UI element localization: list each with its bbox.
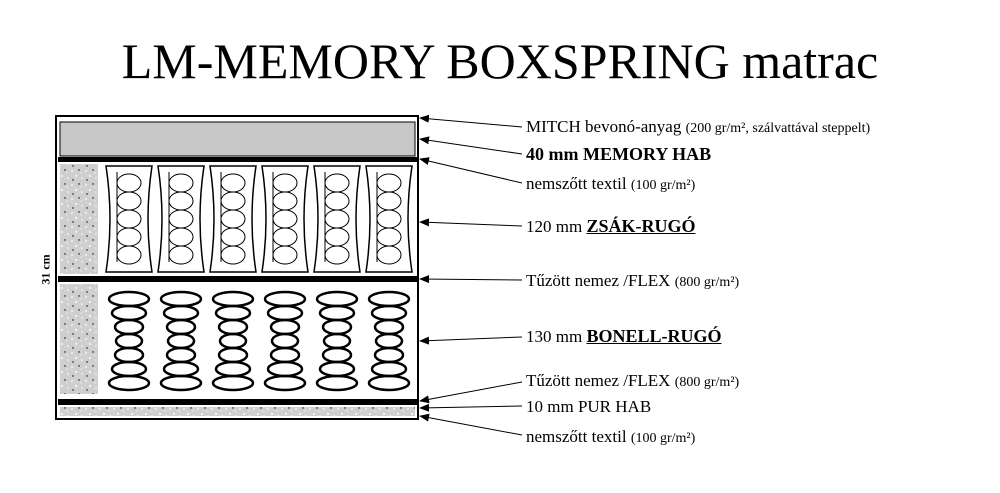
pocket-side-fill [60, 164, 98, 274]
label-pocket-emph: ZSÁK-RUGÓ [586, 216, 696, 236]
label-flex-2-note: (800 gr/m²) [674, 375, 740, 390]
bonell-coil-loop [269, 318, 301, 336]
bonell-coil-loop [270, 332, 300, 350]
bonell-coil-loop [321, 346, 353, 364]
arrow-pur [419, 403, 523, 412]
bonell-coil-loop [322, 332, 352, 350]
pocket-spring-bag [157, 165, 205, 273]
bonell-side-fill [60, 284, 98, 394]
label-nonwoven-bottom-note: (100 gr/m²) [630, 431, 696, 446]
bonell-coil-loop [321, 318, 353, 336]
label-flex-1-note: (800 gr/m²) [674, 275, 740, 290]
label-memory-foam-main: 40 mm MEMORY HAB [526, 144, 712, 164]
label-bonell: 130 mm BONELL-RUGÓ [526, 325, 721, 348]
layer-flex-felt-1 [58, 276, 417, 282]
bonell-coil-loop [370, 304, 408, 322]
label-nonwoven-bottom: nemszőtt textil (100 gr/m²) [526, 426, 695, 450]
bonell-coil-loop [367, 290, 411, 308]
bonell-coil-loop [165, 346, 197, 364]
bonell-coil-loop [214, 304, 252, 322]
arrow-flex-2 [419, 381, 523, 404]
label-flex-2: Tűzött nemez /FLEX (800 gr/m²) [526, 370, 739, 394]
bonell-coil-loop [159, 290, 203, 308]
bonell-coil-loop [318, 304, 356, 322]
label-nonwoven-bottom-main: nemszőtt textil [526, 427, 627, 446]
layer-memory-foam [58, 157, 417, 162]
pocket-spring-bag [313, 165, 361, 273]
bonell-coil-loop [315, 374, 359, 392]
bonell-coil-loop [211, 290, 255, 308]
label-pocket: 120 mm ZSÁK-RUGÓ [526, 215, 695, 238]
arrow-bonell [419, 336, 523, 345]
bonell-coil-loop [269, 346, 301, 364]
bonell-coil-loop [113, 346, 145, 364]
label-cover-note: (200 gr/m², szálvattával steppelt) [685, 121, 871, 136]
page-title: LM-MEMORY BOXSPRING matrac [121, 33, 879, 89]
bonell-coil-loop [110, 360, 148, 378]
layer-pur-foam [60, 407, 415, 416]
mattress-outline [55, 115, 419, 420]
pocket-springs [105, 165, 413, 273]
bonell-coil-loop [211, 374, 255, 392]
bonell-coil-loop [315, 290, 359, 308]
arrow-flex-1 [419, 275, 523, 284]
bonell-coil-loop [166, 332, 196, 350]
bonell-coil-loop [217, 318, 249, 336]
label-pur: 10 mm PUR HAB [526, 396, 651, 418]
bonell-coil-loop [373, 346, 405, 364]
bonell-coil-loop [263, 290, 307, 308]
label-cover-main: MITCH bevonó-anyag [526, 117, 682, 136]
bonell-coil-loop [266, 304, 304, 322]
bonell-coil-loop [266, 360, 304, 378]
layer-cover [59, 121, 416, 157]
leader-arrows [419, 114, 523, 436]
pocket-spring-bag [209, 165, 257, 273]
arrow-nonwoven-bottom [419, 413, 523, 436]
label-nonwoven-top: nemszőtt textil (100 gr/m²) [526, 173, 695, 197]
bonell-coil-loop [165, 318, 197, 336]
bonell-coil-loop [162, 304, 200, 322]
label-bonell-emph: BONELL-RUGÓ [586, 326, 722, 346]
pocket-spring-bag [105, 165, 153, 273]
bonell-coil-loop [263, 374, 307, 392]
bonell-coil-loop [107, 374, 151, 392]
pocket-spring-bag [261, 165, 309, 273]
bonell-coil-loop [107, 290, 151, 308]
bonell-coil-loop [374, 332, 404, 350]
bonell-coil-loop [110, 304, 148, 322]
bonell-coil-loop [373, 318, 405, 336]
arrow-nonwoven-top [419, 157, 523, 184]
label-flex-2-main: Tűzött nemez /FLEX [526, 371, 671, 390]
bonell-coil-loop [370, 360, 408, 378]
bonell-coil-loop [367, 374, 411, 392]
label-flex-1-main: Tűzött nemez /FLEX [526, 271, 671, 290]
bonell-coil-loop [113, 318, 145, 336]
arrow-memory-foam [419, 136, 523, 155]
label-cover: MITCH bevonó-anyag (200 gr/m², szálvattá… [526, 116, 870, 140]
bonell-coil-loop [218, 332, 248, 350]
label-memory-foam: 40 mm MEMORY HAB [526, 143, 711, 166]
arrow-cover [419, 114, 523, 128]
bonell-coil-loop [162, 360, 200, 378]
label-pocket-main: 120 mm [526, 217, 583, 236]
label-flex-1: Tűzött nemez /FLEX (800 gr/m²) [526, 270, 739, 294]
height-label: 31 cm [38, 254, 53, 285]
bonell-coil-loop [217, 346, 249, 364]
label-nonwoven-top-note: (100 gr/m²) [630, 178, 696, 193]
label-pur-main: 10 mm PUR HAB [526, 397, 652, 416]
arrow-pocket [419, 218, 523, 227]
bonell-coil-loop [114, 332, 144, 350]
pocket-spring-bag [365, 165, 413, 273]
bonell-springs [107, 290, 411, 392]
label-nonwoven-top-main: nemszőtt textil [526, 174, 627, 193]
bonell-coil-loop [318, 360, 356, 378]
bonell-coil-loop [159, 374, 203, 392]
bonell-coil-loop [214, 360, 252, 378]
layer-flex-felt-2 [58, 399, 417, 405]
label-bonell-main: 130 mm [526, 327, 583, 346]
